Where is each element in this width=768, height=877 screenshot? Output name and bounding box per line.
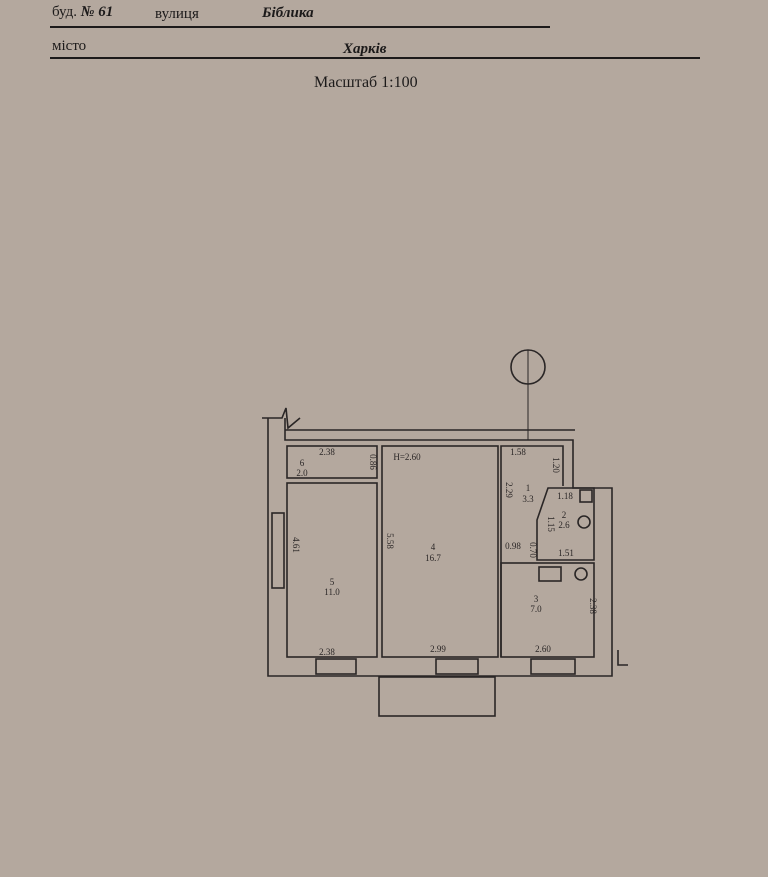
room-area: 7.0 <box>530 604 542 614</box>
street-underline <box>50 26 550 28</box>
room-number: 4 <box>431 542 436 552</box>
room-area: 2.6 <box>558 520 570 530</box>
dimension: 2.60 <box>535 644 551 654</box>
window <box>435 658 479 675</box>
room-2 <box>536 487 595 561</box>
dimension: 2.38 <box>319 447 335 457</box>
dimension: 1.15 <box>546 516 556 532</box>
room-number: 3 <box>534 594 539 604</box>
window <box>315 658 357 675</box>
dimension: 1.51 <box>558 548 574 558</box>
dimension: 0.98 <box>505 541 521 551</box>
north-arrow-icon <box>510 349 546 440</box>
room-4 <box>381 445 499 658</box>
window <box>530 658 576 675</box>
dimension: 2.99 <box>430 644 446 654</box>
city-value: Харків <box>343 41 387 57</box>
street-value: Біблика <box>262 5 314 21</box>
room-number: 5 <box>330 577 335 587</box>
balcony <box>378 676 496 717</box>
building-number: № 61 <box>80 4 114 20</box>
dimension: 0.70 <box>528 542 538 558</box>
scale-label: Масштаб 1:100 <box>314 74 418 91</box>
dimension: 5.58 <box>385 533 395 549</box>
room-1 <box>500 445 564 657</box>
room-area: 11.0 <box>324 587 340 597</box>
room-6 <box>286 445 378 479</box>
dimension: 1.20 <box>551 457 561 473</box>
building-label: буд. № 61 <box>52 4 114 20</box>
city-underline <box>50 57 700 59</box>
room-area: 3.3 <box>522 494 534 504</box>
room-3 <box>500 562 595 658</box>
room-5 <box>286 482 378 658</box>
dimension: 0.86 <box>368 454 378 470</box>
dimension: 2.38 <box>588 598 598 614</box>
walls <box>262 407 628 717</box>
room-number: 2 <box>562 510 567 520</box>
room-area: 16.7 <box>425 553 441 563</box>
window <box>271 512 285 589</box>
dimension: 4.61 <box>291 537 301 553</box>
dimension: 2.29 <box>504 482 514 498</box>
room-number: 6 <box>300 458 305 468</box>
room-area: 2.0 <box>296 468 308 478</box>
dimension: 1.18 <box>557 491 573 501</box>
ceiling-height: H=2.60 <box>393 452 421 462</box>
dimension: 1.58 <box>510 447 526 457</box>
dimension: 2.38 <box>319 647 335 657</box>
room-number: 1 <box>526 483 531 493</box>
city-label: місто <box>52 38 87 54</box>
street-label: вулиця <box>155 6 199 22</box>
